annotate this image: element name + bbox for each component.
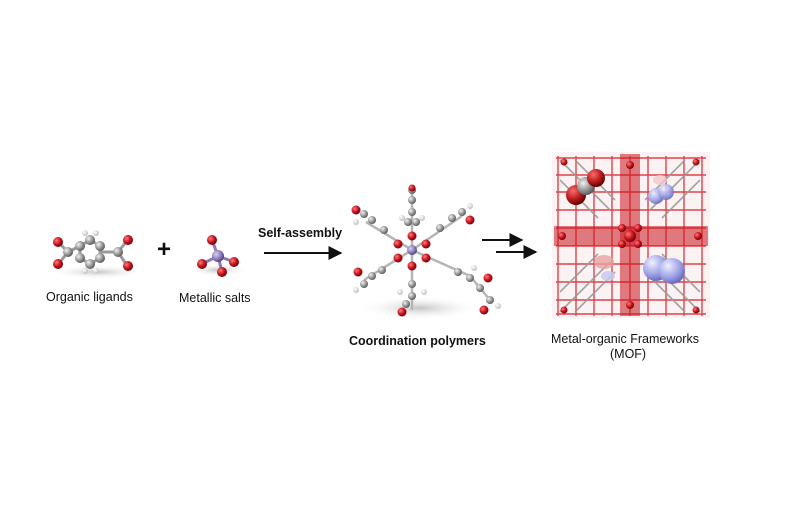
coordination-polymer-molecule [351,184,501,320]
self-assembly-label: Self-assembly [258,226,343,240]
coordination-polymers-label: Coordination polymers [349,334,486,348]
mof-label-line1: Metal-organic Frameworks [551,332,699,346]
organic-ligand-molecule [50,230,146,279]
metallic-salts-label: Metallic salts [179,291,251,305]
mof-label-line2: (MOF) [610,347,647,361]
organic-ligands-label: Organic ligands [46,290,133,304]
metallic-salt-molecule [188,235,248,277]
plus-sign: + [157,236,172,263]
co2-molecule [566,169,605,205]
n2-molecule [643,255,685,284]
faint-red-molecule [594,175,667,281]
small-gas-molecule [648,184,674,204]
mof-framework-structure [552,152,710,318]
